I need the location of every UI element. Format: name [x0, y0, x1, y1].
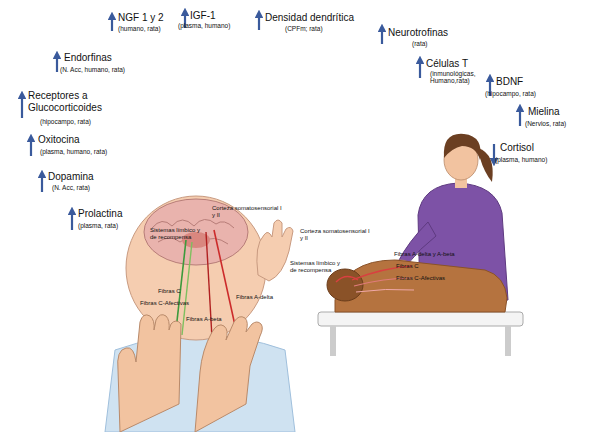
source-note: (CPFm; rata): [285, 25, 345, 32]
baby-illustration: [105, 196, 295, 432]
up-arrow: [41, 174, 43, 192]
adult-hand-right: [195, 317, 262, 432]
pathway-label: Fibras A-delta: [236, 294, 286, 301]
table-leg: [330, 326, 336, 356]
massage-illustration: [318, 134, 523, 356]
marker-name: BDNF: [496, 76, 536, 88]
baby-hand: [257, 220, 293, 281]
fiber-a-beta: [206, 232, 212, 338]
marker-name: Dopamina: [48, 171, 108, 183]
up-arrow: [258, 14, 260, 30]
fiber-c-affective: [356, 289, 414, 292]
up-arrow: [21, 95, 23, 118]
pathway-label: Fibras A-beta: [186, 316, 236, 323]
up-arrow: [56, 55, 58, 72]
marker-name: Células T: [426, 58, 486, 70]
source-note: (hipocampo, rata): [40, 118, 110, 125]
source-note: (Nervios, rata): [525, 120, 587, 127]
pathway-label: Corteza somatosensorial I y II: [212, 205, 284, 219]
marker-name: Oxitocina: [38, 134, 98, 146]
marker-name: NGF 1 y 2: [118, 12, 188, 24]
pathway-label: Sistemas límbico y de recompensa: [290, 260, 348, 274]
therapist-hair: [444, 134, 481, 160]
table-leg: [505, 326, 511, 356]
adult-hand-left: [118, 315, 181, 432]
marker-name: Neurotrofinas: [388, 27, 468, 39]
marker-name: IGF-1: [190, 10, 230, 22]
source-note: (rata): [412, 40, 442, 47]
pathway-label: Fibras C-Afectivas: [396, 275, 456, 282]
up-arrow: [111, 16, 113, 31]
up-arrow: [419, 60, 421, 78]
fiber-a-delta: [214, 230, 236, 330]
marker-name: Endorfinas: [64, 52, 134, 64]
marker-name: Prolactina: [78, 208, 138, 220]
up-arrow: [519, 108, 521, 126]
pathway-label: Fibras A-delta y A-beta: [394, 251, 474, 258]
therapist-arm: [398, 222, 436, 266]
source-note: (humano, rata): [118, 25, 188, 32]
ponytail: [478, 148, 493, 182]
source-note: (inmunológicas, Humano,rata): [430, 70, 485, 85]
source-note: (N. Acc, rata): [52, 184, 112, 191]
up-arrow: [30, 138, 32, 156]
pathway-label: Sistemas límbico y de recompensa: [150, 227, 205, 241]
marker-name: Receptores a Glucocorticoides: [28, 90, 116, 113]
source-note: (plasma, rata): [78, 222, 138, 229]
source-note: (N. Acc, humano, rata): [60, 66, 150, 73]
pathway-label: Fibras C: [396, 263, 436, 270]
up-arrow: [71, 211, 73, 230]
source-note: (plasma, humano): [178, 22, 248, 29]
massage-table: [318, 312, 523, 326]
source-note: (plasma, humano): [495, 156, 565, 163]
up-arrow: [381, 28, 383, 44]
source-note: (plasma, humano, rata): [40, 148, 130, 155]
down-arrow: [493, 144, 495, 162]
source-note: (hipocampo, rata): [485, 90, 555, 97]
pathway-label: Fibras C-Afectivas: [140, 300, 200, 307]
marker-name: Densidad dendrítica: [265, 12, 365, 24]
marker-name: Cortisol: [500, 142, 555, 154]
pathway-label: Fibras C: [158, 288, 198, 295]
marker-name: Mielina: [528, 106, 583, 118]
pathway-label: Corteza somatosensorial I y II: [300, 228, 372, 242]
